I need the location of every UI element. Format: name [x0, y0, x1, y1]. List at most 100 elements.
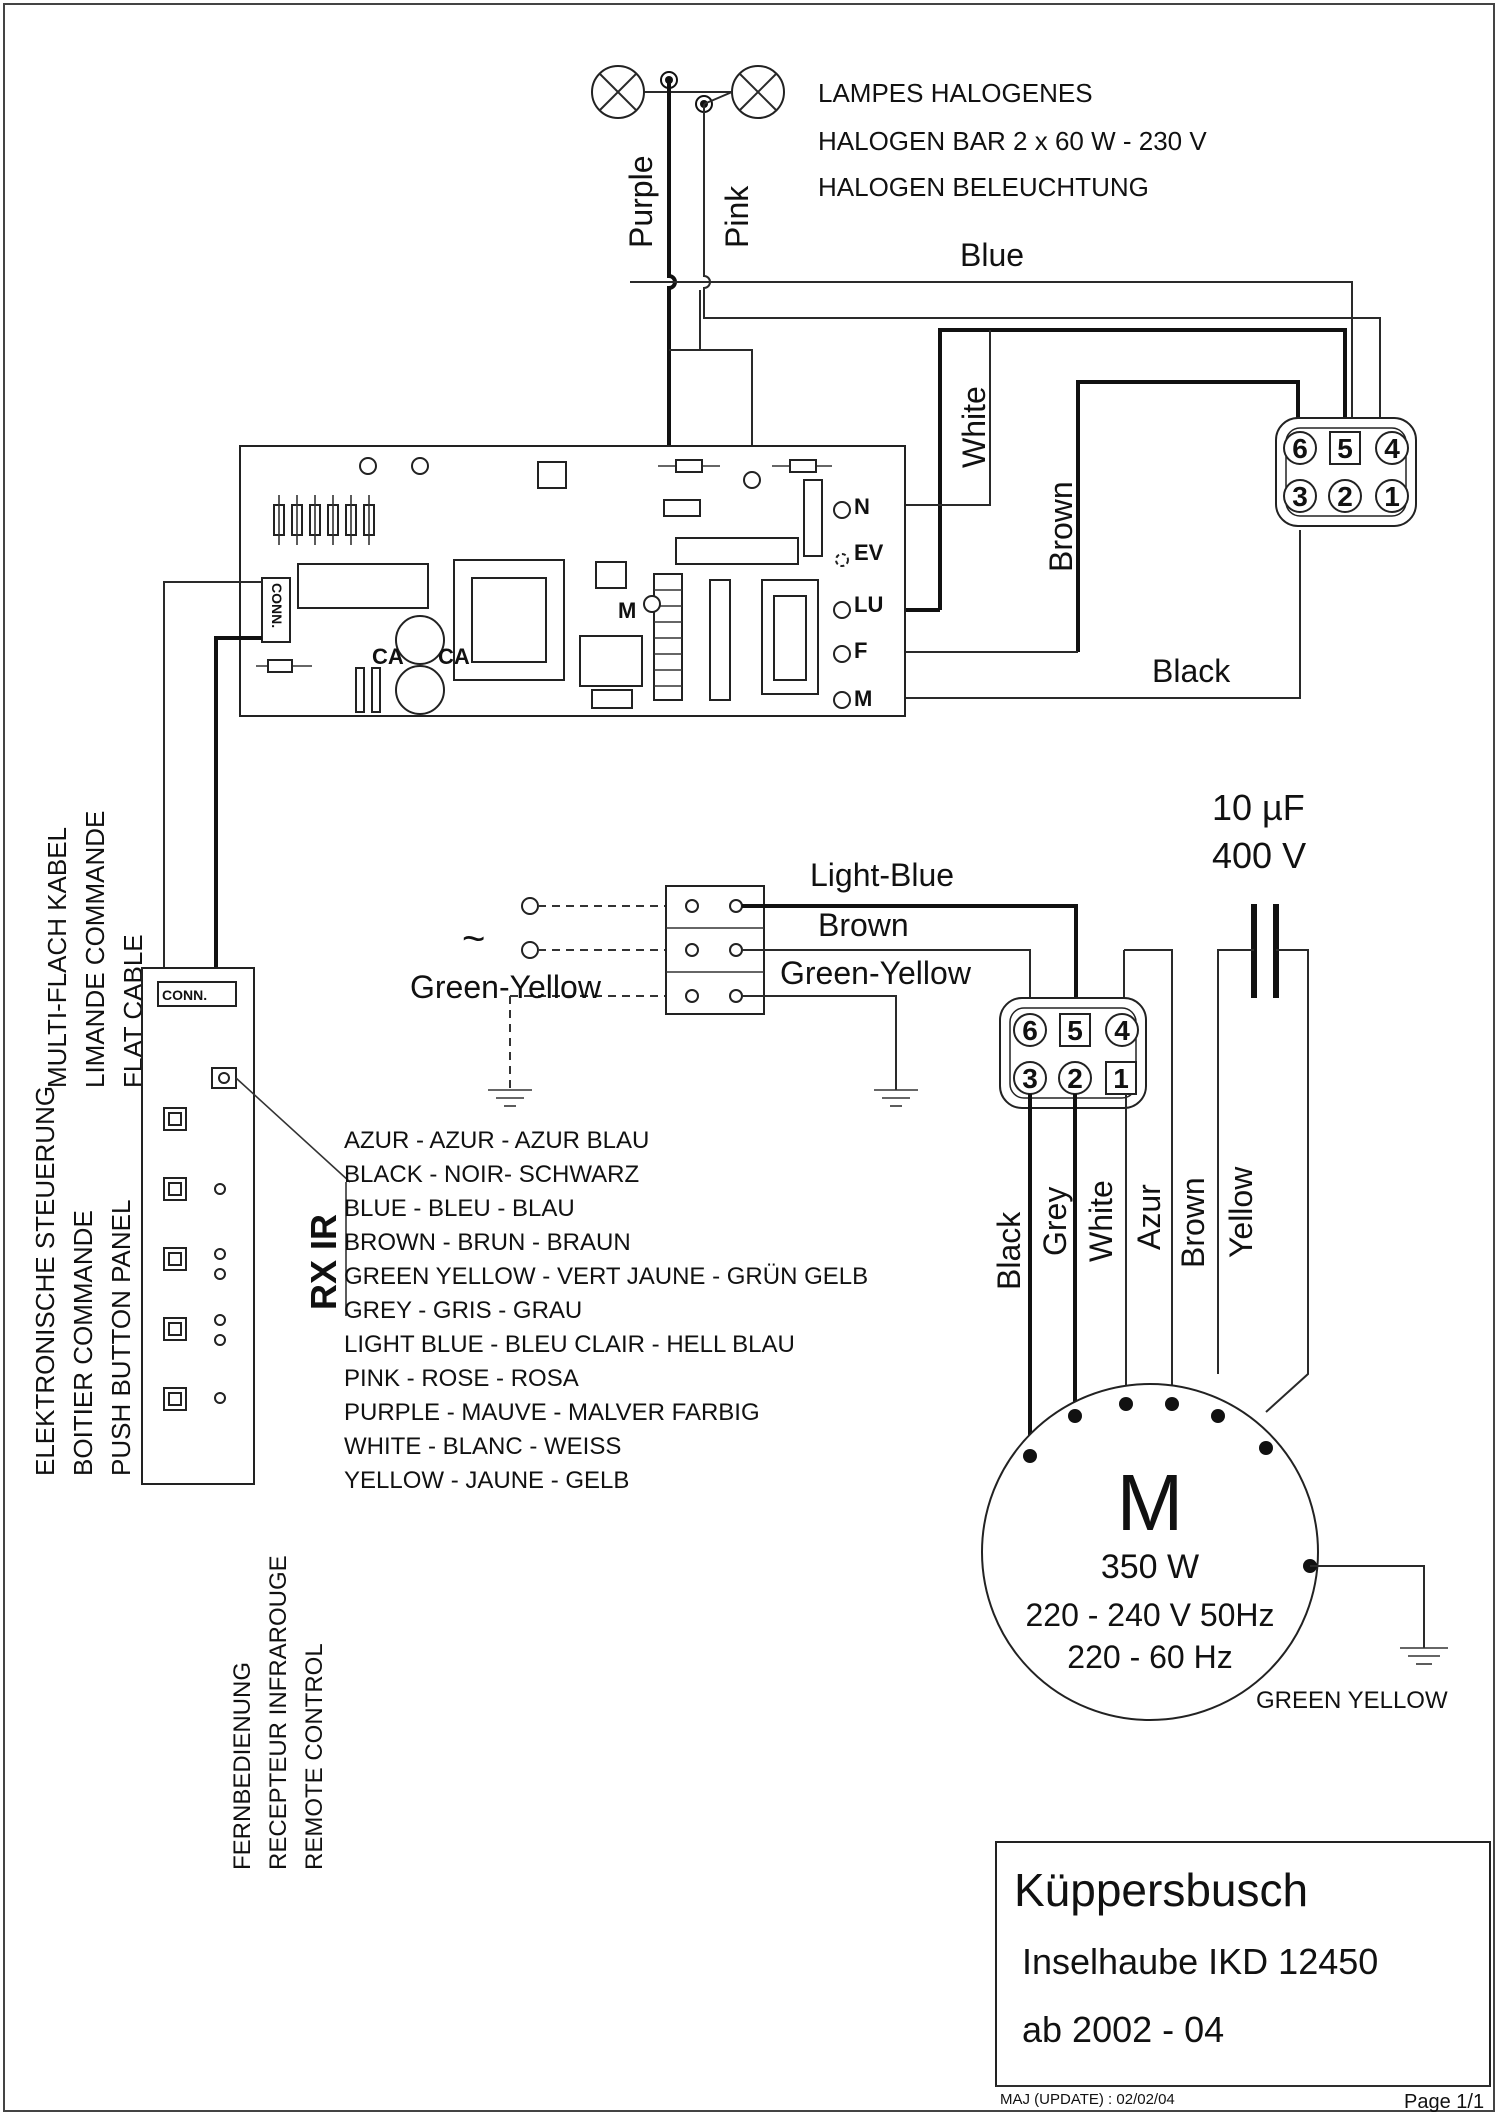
remote-label-en: REMOTE CONTROL [301, 1643, 328, 1870]
board-conn-label: CONN. [269, 583, 285, 628]
lamp-label-de: HALOGEN BELEUCHTUNG [818, 172, 1149, 202]
flat-cable-wire-2 [214, 636, 262, 982]
motor-symbol [981, 1383, 1319, 1721]
wire-label-gy-left: Green-Yellow [410, 969, 602, 1005]
page-number: Page 1/1 [1404, 2091, 1484, 2113]
white-wire [938, 328, 1347, 610]
cm-pin-4: 4 [1114, 1015, 1130, 1046]
lead-label-grey: Grey [1037, 1187, 1073, 1256]
halogen-lamps [591, 65, 785, 119]
model-date: ab 2002 - 04 [1022, 2009, 1224, 2050]
purple-branch [669, 349, 753, 478]
terminal-N: N [854, 494, 870, 519]
motor-ground-label: GREEN YELLOW [1256, 1687, 1448, 1714]
cm-pin-5: 5 [1067, 1015, 1083, 1046]
legend-item: LIGHT BLUE - BLEU CLAIR - HELL BLAU [344, 1331, 795, 1358]
wire-label-black: Black [1152, 653, 1231, 689]
legend-item: YELLOW - JAUNE - GELB [344, 1467, 629, 1494]
control-board [239, 445, 906, 717]
rx-ir-label: RX IR [303, 1214, 344, 1310]
panel-label-en: PUSH BUTTON PANEL [106, 1200, 136, 1476]
ct-pin-2: 2 [1337, 481, 1353, 512]
legend-item: BLACK - NOIR- SCHWARZ [344, 1161, 639, 1188]
capacitor-value: 10 µF [1212, 787, 1305, 828]
wire-label-white: White [956, 386, 992, 468]
lead-label-yellow: Yellow [1223, 1166, 1259, 1258]
cap-wire-right [1265, 949, 1309, 1413]
mains-ac-symbol: ~ [462, 917, 485, 961]
legend-item: BLUE - BLEU - BLAU [344, 1195, 575, 1222]
wire-label-purple: Purple [623, 156, 659, 249]
lamp-label-en: HALOGEN BAR 2 x 60 W - 230 V [818, 126, 1207, 156]
motor-voltage-50hz: 220 - 240 V 50Hz [1025, 1597, 1274, 1633]
wire-label-gy-right: Green-Yellow [780, 955, 972, 991]
cap-label-1: CA [372, 644, 404, 669]
legend-item: AZUR - AZUR - AZUR BLAU [344, 1127, 649, 1154]
flat-cable-label-de: MULTI-FLACH KABEL [42, 827, 72, 1088]
brown-mains-wire [742, 949, 1031, 1004]
remote-label-fr: RECEPTEUR INFRAROUGE [265, 1555, 292, 1870]
page-frame [3, 3, 1495, 2112]
brand-logo: Küppersbusch [1014, 1864, 1308, 1916]
terminal-EV: EV [854, 540, 884, 565]
ct-pin-6: 6 [1292, 433, 1308, 464]
update-date: MAJ (UPDATE) : 02/02/04 [1000, 2091, 1175, 2108]
ground-symbol-mid [874, 1089, 918, 1107]
color-legend: AZUR - AZUR - AZUR BLAU BLACK - NOIR- SC… [344, 1127, 868, 1494]
ct-pin-4: 4 [1384, 433, 1400, 464]
cap-label-2: CA [438, 644, 470, 669]
panel-conn-label: CONN. [162, 987, 207, 1003]
ct-pin-1: 1 [1384, 481, 1400, 512]
blue-wire-top [630, 281, 1353, 428]
remote-label-de: FERNBEDIENUNG [229, 1662, 256, 1870]
motor-symbol-label: M [1117, 1458, 1184, 1547]
lead-label-white: White [1083, 1180, 1119, 1262]
flat-cable-wire-1 [163, 581, 262, 982]
wire-label-brown: Brown [1043, 481, 1079, 572]
capacitor-symbol [1251, 904, 1279, 998]
cap-wire-left [1217, 949, 1254, 1374]
wire-label-blue: Blue [960, 237, 1024, 273]
lead-label-black: Black [991, 1211, 1027, 1290]
ground-symbol-left [488, 1089, 532, 1107]
relay-label: M [618, 598, 636, 623]
terminal-LU: LU [854, 592, 883, 617]
terminal-M: M [854, 686, 872, 711]
legend-item: WHITE - BLANC - WEISS [344, 1433, 621, 1460]
wire-label-brown-mains: Brown [818, 907, 909, 943]
green-yellow-wire [742, 995, 897, 1090]
wire-label-light-blue: Light-Blue [810, 857, 954, 893]
legend-item: GREEN YELLOW - VERT JAUNE - GRÜN GELB [344, 1263, 868, 1290]
push-button-panel [141, 967, 351, 1485]
cm-pin-3: 3 [1022, 1063, 1038, 1094]
cm-pin-2: 2 [1067, 1063, 1083, 1094]
lead-label-brown: Brown [1175, 1177, 1211, 1268]
brown-wire [1076, 380, 1300, 652]
black-wire [850, 530, 1301, 699]
legend-item: BROWN - BRUN - BRAUN [344, 1229, 631, 1256]
capacitor-voltage: 400 V [1212, 835, 1306, 876]
lead-label-azur: Azur [1131, 1184, 1167, 1250]
light-blue-wire [742, 904, 1078, 1004]
panel-label-fr: BOITIER COMMANDE [68, 1210, 98, 1476]
motor-ground-wire [1310, 1565, 1425, 1648]
flat-cable-label-fr: LIMANDE COMMANDE [80, 811, 110, 1088]
ct-pin-3: 3 [1292, 481, 1308, 512]
ground-symbol-motor [1400, 1647, 1448, 1665]
panel-label-de: ELEKTRONISCHE STEUERUNG [30, 1086, 60, 1476]
wire-label-pink: Pink [719, 185, 755, 248]
legend-item: PURPLE - MAUVE - MALVER FARBIG [344, 1399, 760, 1426]
legend-item: GREY - GRIS - GRAU [344, 1297, 582, 1324]
ct-pin-5: 5 [1337, 433, 1353, 464]
motor-voltage-60hz: 220 - 60 Hz [1067, 1639, 1232, 1675]
lamp-label-fr: LAMPES HALOGENES [818, 78, 1093, 108]
motor-power: 350 W [1101, 1548, 1199, 1586]
cm-pin-6: 6 [1022, 1015, 1038, 1046]
pink-wire [703, 104, 1381, 434]
model-name: Inselhaube IKD 12450 [1022, 1941, 1378, 1982]
legend-item: PINK - ROSE - ROSA [344, 1365, 579, 1392]
terminal-F: F [854, 638, 867, 663]
title-block [995, 1841, 1491, 2087]
cm-pin-1: 1 [1113, 1063, 1129, 1094]
